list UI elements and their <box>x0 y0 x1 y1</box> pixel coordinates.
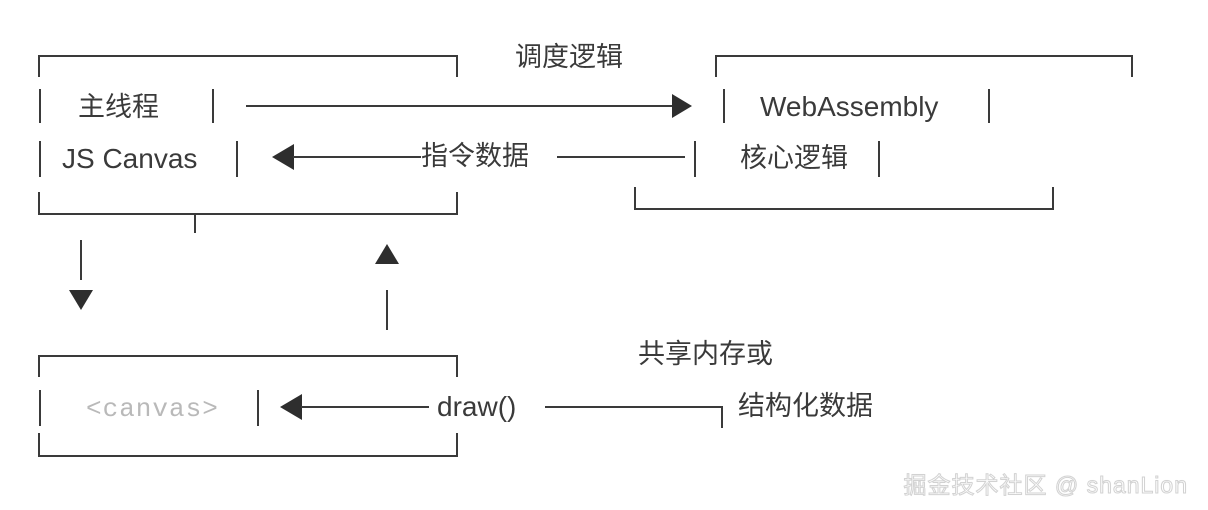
schedule-logic-label: 调度逻辑 <box>515 42 623 72</box>
webassembly-pipe-right <box>988 89 990 123</box>
draw-call-line-right <box>545 406 723 408</box>
canvas-element-pipe-left <box>39 390 41 426</box>
webassembly-box-top-right-corner <box>1131 55 1133 77</box>
js-to-canvas-arrowhead <box>69 290 93 310</box>
main-thread-label: 主线程 <box>78 92 159 122</box>
schedule-logic-line <box>246 105 674 107</box>
draw-call-label: draw() <box>437 391 517 422</box>
webassembly-box-bottom-right-corner <box>1052 187 1054 210</box>
schedule-logic-arrowhead <box>672 94 692 118</box>
core-logic-pipe-right <box>878 141 880 177</box>
canvas-to-js-line <box>386 290 388 330</box>
main-thread-pipe-right <box>212 89 214 123</box>
canvas-box-bottom-edge <box>38 455 458 457</box>
draw-call-corner-riser <box>721 406 723 428</box>
canvas-element-pipe-right <box>257 390 259 426</box>
instruction-data-line-right <box>557 156 685 158</box>
webassembly-pipe-left <box>723 89 725 123</box>
webassembly-box-bottom-left-corner <box>634 187 636 210</box>
main-thread-box-top-right-corner <box>456 55 458 77</box>
webassembly-label: WebAssembly <box>760 91 939 122</box>
main-thread-box-top-edge <box>38 55 458 57</box>
main-thread-pipe-left <box>39 89 41 123</box>
webassembly-box-top-left-corner <box>715 55 717 77</box>
main-thread-box-bottom-right-corner <box>456 192 458 215</box>
canvas-box-top-edge <box>38 355 458 357</box>
js-canvas-label: JS Canvas <box>62 143 198 174</box>
shared-memory-label-line2: 结构化数据 <box>738 391 873 421</box>
canvas-box-top-left-corner <box>38 355 40 377</box>
webassembly-box-top-edge <box>715 55 1133 57</box>
instruction-data-arrowhead <box>272 144 294 170</box>
js-canvas-pipe-right <box>236 141 238 177</box>
main-box-bottom-stem <box>194 213 196 233</box>
shared-memory-label-line1: 共享内存或 <box>638 339 773 369</box>
canvas-box-bottom-left-corner <box>38 433 40 457</box>
core-logic-label: 核心逻辑 <box>740 143 848 173</box>
instruction-data-label: 指令数据 <box>421 141 529 171</box>
main-thread-box-top-left-corner <box>38 55 40 77</box>
core-logic-pipe-left <box>694 141 696 177</box>
draw-call-line-left <box>301 406 429 408</box>
main-thread-box-bottom-edge <box>38 213 458 215</box>
main-thread-box-bottom-left-corner <box>38 192 40 215</box>
webassembly-box-bottom-edge <box>634 208 1054 210</box>
canvas-box-top-right-corner <box>456 355 458 377</box>
js-to-canvas-line <box>80 240 82 280</box>
js-canvas-pipe-left <box>39 141 41 177</box>
instruction-data-line-left <box>293 156 421 158</box>
canvas-to-js-arrowhead <box>375 244 399 264</box>
watermark: 掘金技术社区 @ shanLion <box>903 472 1188 499</box>
canvas-box-bottom-right-corner <box>456 433 458 457</box>
canvas-element-label: <canvas> <box>86 394 219 424</box>
draw-call-arrowhead <box>280 394 302 420</box>
